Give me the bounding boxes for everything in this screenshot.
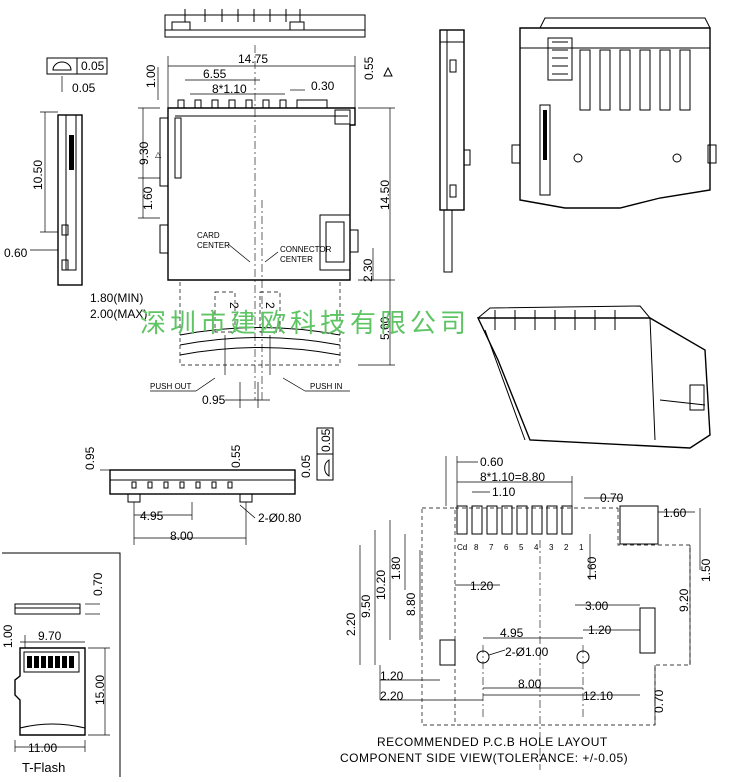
label-card-center-2: CENTER: [197, 241, 230, 250]
dim-pcb-holes: 2-Ø1.00: [505, 645, 549, 659]
dim-pcb-495: 4.95: [500, 626, 524, 640]
pcb-hole-layout: Cd 8 7 6 5 4 3 2 1 0.60 8*1.10=8.80 1.10…: [340, 455, 713, 770]
dim-side-offset: 0.05: [72, 81, 96, 95]
dim-front-055: 0.55: [229, 444, 243, 468]
isometric-view-top: [511, 17, 717, 209]
side-view-left: 0.05 0.05 10.50 0.60: [4, 57, 108, 286]
dim-top-margin: 1.00: [144, 64, 158, 88]
label-connector-center: CONNECTOR: [280, 245, 332, 254]
dim-pcb-120-b: 1.20: [588, 623, 612, 637]
dim-pcb-pitch-total: 8*1.10=8.80: [480, 470, 545, 484]
pin-label-5: 4: [534, 543, 539, 552]
caption-line-1: RECOMMENDED P.C.B HOLE LAYOUT: [377, 735, 608, 749]
label-card-center: CARD: [197, 231, 220, 240]
pin-label-1: 8: [474, 543, 479, 552]
dim-height-930: 9.30: [137, 141, 151, 165]
dim-pin-pitch: 8*1.10: [212, 82, 247, 96]
front-view-main: 14.75 6.55 8*1.10 0.30 1.00 0.55 △: [90, 45, 395, 408]
dim-card-thickness: 0.70: [91, 572, 105, 596]
dim-eject-min: 1.80(MIN): [90, 291, 143, 305]
label-connector-center-2: CENTER: [280, 255, 313, 264]
dim-side-height: 10.50: [31, 160, 45, 190]
dim-height-560: 5.60: [378, 316, 392, 340]
side-view-narrow: [439, 29, 471, 273]
dim-height-160: 1.60: [141, 186, 155, 210]
dim-push-spacing: 0.95: [202, 393, 226, 407]
dim-pcb-1210: 12.10: [583, 689, 613, 703]
dim-pcb-920: 9.20: [677, 588, 691, 612]
label-push-in: PUSH IN: [310, 382, 343, 391]
dim-front-005: 0.05: [299, 454, 313, 478]
dim-pcb-880: 8.80: [404, 592, 418, 616]
dim-eject-max: 2.00(MAX): [90, 307, 147, 321]
dim-pcb-120-a: 1.20: [470, 579, 494, 593]
flatness-symbol-icon: [46, 57, 108, 75]
pin-label-6: 3: [549, 543, 554, 552]
dim-pcb-070-top: 0.70: [600, 491, 624, 505]
dim-pin-width: 0.30: [311, 79, 335, 93]
dim-pin-offset: 6.55: [203, 67, 227, 81]
pin-label-3: 6: [504, 543, 509, 552]
tflash-card: 0.70 1.00 9.70 15.00 11.00 T-Flash: [1, 552, 121, 777]
dim-card-lead: 1.00: [1, 624, 15, 648]
caption-line-2: COMPONENT SIDE VIEW(TOLERANCE: +/-0.05): [340, 751, 628, 765]
dim-pcb-1020: 10.20: [374, 570, 388, 600]
front-view-bottom: 0.95 0.55 0.05 0.05 4.95 2-Ø0.80 8.00: [83, 427, 334, 545]
dim-pcb-160-pad: 1.60: [585, 556, 599, 580]
pin-cd: Cd: [457, 543, 467, 552]
dim-pcb-300: 3.00: [585, 599, 609, 613]
dim-flatness-2: 0.05: [319, 428, 333, 452]
dim-card-width-inner: 9.70: [38, 629, 62, 643]
dim-top-width: 14.75: [238, 52, 268, 66]
dim-pcb-220-left: 2.20: [344, 612, 358, 636]
dim-pcb-150: 1.50: [699, 558, 713, 582]
dim-pcb-110: 1.10: [492, 485, 516, 499]
watermark-company: 深圳市建欧科技有限公司: [140, 308, 470, 338]
card-name: T-Flash: [22, 760, 65, 775]
push-mark-left: 2: [227, 302, 241, 309]
pin-label-8: 1: [579, 543, 584, 552]
dim-height-1450: 14.50: [378, 180, 392, 210]
push-mark-right: 2: [263, 302, 277, 309]
dim-pcb-120-c: 1.20: [380, 669, 404, 683]
dim-front-095: 0.95: [83, 446, 97, 470]
dim-front-800: 8.00: [170, 529, 194, 543]
dim-front-495: 4.95: [140, 509, 164, 523]
dim-pcb-070-bottom: 0.70: [652, 689, 666, 713]
dim-pcb-220-bottom: 2.20: [380, 689, 404, 703]
dim-front-holes: 2-Ø0.80: [258, 511, 302, 525]
dim-side-low: 0.60: [4, 246, 28, 260]
dim-top-right: 0.55: [362, 56, 376, 80]
pin-label-2: 7: [489, 543, 494, 552]
dim-pcb-800: 8.00: [518, 677, 542, 691]
dim-card-length: 15.00: [93, 675, 107, 705]
pin-label-7: 2: [564, 543, 569, 552]
dim-card-width: 11.00: [28, 741, 57, 755]
dim-height-230: 2.30: [361, 258, 375, 282]
dim-pcb-160-right: 1.60: [663, 506, 687, 520]
flatness-symbol-icon: [316, 427, 334, 481]
isometric-view-angled: [476, 305, 711, 449]
dim-pcb-060: 0.60: [480, 455, 504, 469]
dim-flatness: 0.05: [81, 59, 105, 73]
top-view-connector: [164, 9, 366, 38]
pin-label-4: 5: [519, 543, 524, 552]
critical-dimension-icon: [383, 66, 393, 77]
dim-pcb-180: 1.80: [389, 556, 403, 580]
critical-dimension-icon: △: [155, 150, 162, 159]
label-push-out: PUSH OUT: [150, 382, 191, 391]
dim-pcb-950: 9.50: [359, 594, 373, 618]
